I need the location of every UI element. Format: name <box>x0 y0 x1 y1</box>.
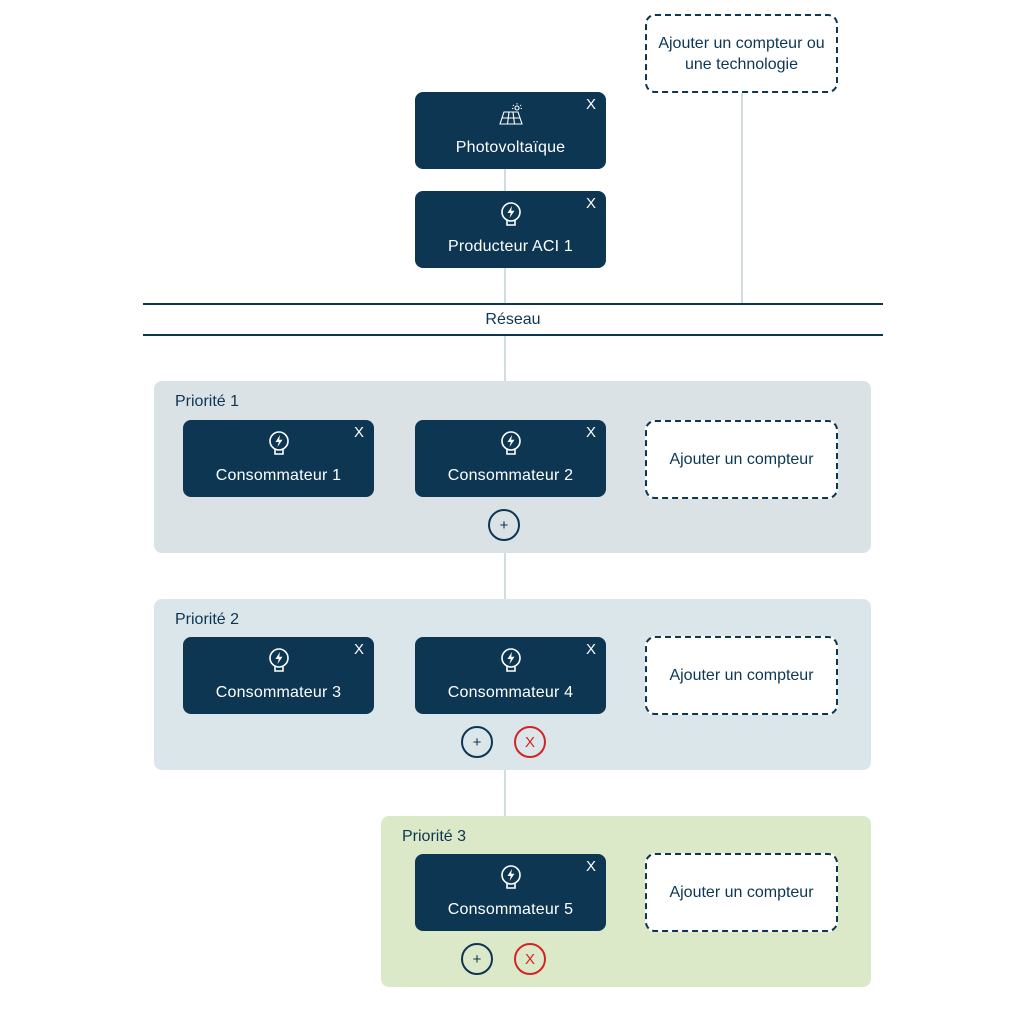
plus-icon: + <box>472 950 482 968</box>
add-meter-button[interactable]: Ajouter un compteur <box>645 853 838 932</box>
priority-group-3: Priorité 3 X Consommateur 5 Ajouter un c… <box>381 816 871 987</box>
close-icon[interactable]: X <box>585 641 596 658</box>
producer-card[interactable]: X Producteur ACI 1 <box>415 191 606 268</box>
priority-title: Priorité 1 <box>175 393 240 410</box>
close-icon[interactable]: X <box>585 424 596 441</box>
meter-icon <box>268 431 289 455</box>
priority-title: Priorité 3 <box>402 828 467 845</box>
meter-icon <box>500 648 521 672</box>
add-meter-button[interactable]: Ajouter un compteur <box>645 636 838 715</box>
close-icon[interactable]: X <box>353 424 364 441</box>
consumer-label: Consommateur 1 <box>215 467 342 484</box>
add-priority-button[interactable]: + <box>461 943 493 975</box>
consumer-card[interactable]: X Consommateur 4 <box>415 637 606 714</box>
meter-icon <box>500 202 521 226</box>
connector-technology <box>741 92 743 304</box>
add-priority-button[interactable]: + <box>488 509 520 541</box>
consumer-label: Consommateur 2 <box>447 467 574 484</box>
add-meter-or-technology-button[interactable]: Ajouter un compteur ou une technologie <box>645 14 838 93</box>
add-meter-or-technology-label: Ajouter un compteur ou une technologie <box>658 34 825 73</box>
connector-producer-network <box>504 268 506 304</box>
consumer-label: Consommateur 3 <box>215 684 342 701</box>
consumer-card[interactable]: X Consommateur 3 <box>183 637 374 714</box>
add-meter-button[interactable]: Ajouter un compteur <box>645 420 838 499</box>
priority-group-2: Priorité 2 X Consommateur 3 X Consommate… <box>154 599 871 770</box>
meter-icon <box>500 431 521 455</box>
add-meter-label: Ajouter un compteur <box>669 667 814 684</box>
delete-priority-button[interactable]: X <box>514 726 546 758</box>
add-meter-label: Ajouter un compteur <box>669 884 814 901</box>
consumer-card[interactable]: X Consommateur 2 <box>415 420 606 497</box>
priority-title: Priorité 2 <box>175 611 240 628</box>
close-icon[interactable]: X <box>585 195 596 212</box>
consumer-card[interactable]: X Consommateur 5 <box>415 854 606 931</box>
plus-icon: + <box>472 733 482 751</box>
meter-icon <box>268 648 289 672</box>
producer-label: Producteur ACI 1 <box>447 238 574 255</box>
connector-pv-producer <box>504 168 506 192</box>
consumer-label: Consommateur 5 <box>447 901 574 918</box>
solar-panel-icon <box>498 103 523 125</box>
delete-icon: X <box>524 733 535 751</box>
meter-icon <box>500 865 521 889</box>
consumer-label: Consommateur 4 <box>447 684 574 701</box>
photovoltaic-card[interactable]: X Photovoltaïque <box>415 92 606 169</box>
delete-icon: X <box>524 950 535 968</box>
connector-p1-p2 <box>504 552 506 599</box>
network-line-bottom <box>143 334 883 336</box>
connector-network-p1 <box>504 336 506 382</box>
add-priority-button[interactable]: + <box>461 726 493 758</box>
photovoltaic-label: Photovoltaïque <box>455 139 566 156</box>
plus-icon: + <box>499 516 509 534</box>
close-icon[interactable]: X <box>353 641 364 658</box>
consumer-card[interactable]: X Consommateur 1 <box>183 420 374 497</box>
close-icon[interactable]: X <box>585 96 596 113</box>
close-icon[interactable]: X <box>585 858 596 875</box>
network-line-top <box>143 303 883 305</box>
add-meter-label: Ajouter un compteur <box>669 451 814 468</box>
network-label: Réseau <box>485 311 541 328</box>
priority-group-1: Priorité 1 X Consommateur 1 X Consommate… <box>154 381 871 553</box>
delete-priority-button[interactable]: X <box>514 943 546 975</box>
connector-p2-p3 <box>504 769 506 816</box>
